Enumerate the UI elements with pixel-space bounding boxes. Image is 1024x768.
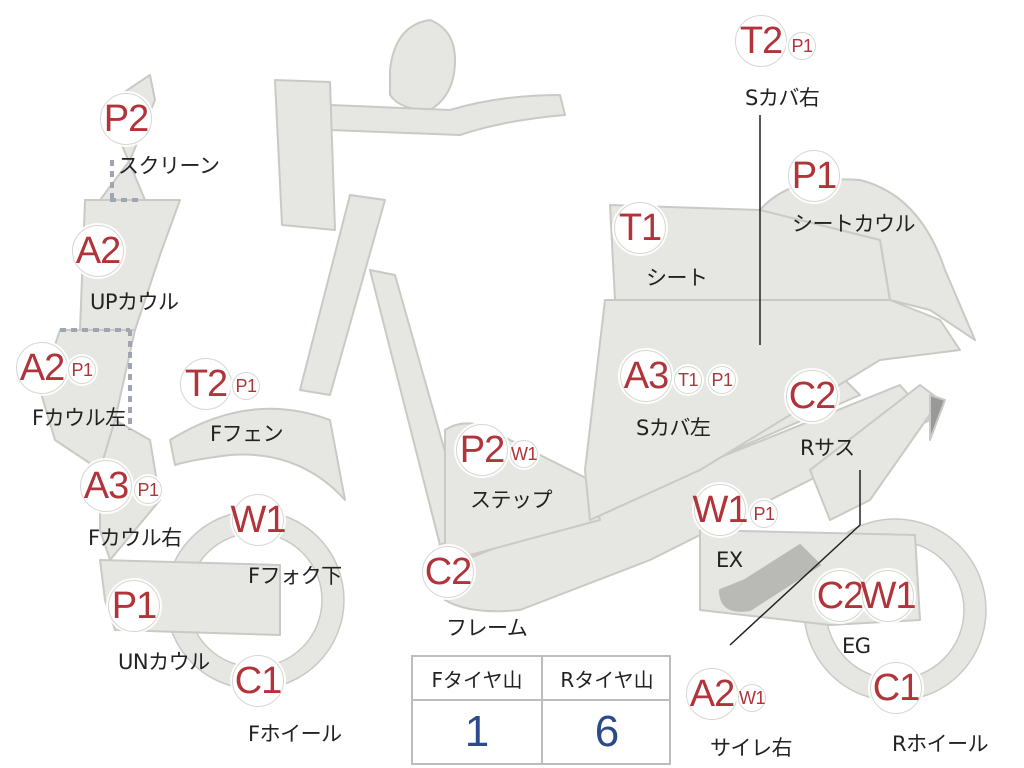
front-tire-value: 1	[464, 707, 490, 756]
grade-badge: A3	[80, 460, 132, 512]
part-label: Sカバ左	[636, 416, 711, 440]
grade-badge: C2	[814, 570, 866, 622]
part-label: Rホイール	[892, 732, 989, 756]
part-label: Sカバ右	[745, 86, 820, 110]
tire-tread-table: Fタイヤ山 Rタイヤ山 1 6	[411, 655, 671, 765]
grade-badge: P1	[232, 372, 260, 400]
part-label: EG	[842, 634, 871, 658]
grade-badge: T1	[674, 366, 702, 394]
separator-lines	[60, 160, 140, 430]
grade-badge: A3	[620, 350, 672, 402]
grade-badge: P1	[134, 476, 162, 504]
grade-badge: C1	[870, 662, 922, 714]
grade-badge: W1	[738, 684, 766, 712]
part-label: スクリーン	[118, 154, 220, 178]
grade-badge: T1	[614, 202, 666, 254]
part-label: フレーム	[446, 616, 528, 640]
part-label: Fホイール	[248, 722, 342, 746]
grade-badge: P1	[750, 500, 778, 528]
grade-badge: W1	[693, 484, 749, 536]
part-label: ステップ	[470, 488, 553, 512]
grade-badge: C2	[422, 546, 474, 598]
part-label: EX	[716, 548, 743, 572]
side-cover-shape	[584, 299, 961, 521]
grade-badge: W1	[861, 570, 917, 622]
rear-suspension-shape	[809, 384, 941, 521]
grade-badge: W1	[510, 440, 538, 468]
leader-lines	[729, 115, 861, 646]
table-divider	[541, 657, 543, 763]
grade-badge: P1	[68, 356, 96, 384]
part-label: Rサス	[800, 436, 855, 460]
exhaust-shape	[719, 544, 821, 612]
grade-badge: A2	[686, 668, 738, 720]
handlebar-shape	[329, 94, 566, 136]
part-label: Fフェン	[210, 422, 284, 446]
rear-tire-header: Rタイヤ山	[543, 657, 671, 701]
grade-badge: P1	[708, 366, 736, 394]
fork-shape	[299, 194, 386, 396]
grade-badge: P1	[788, 150, 840, 202]
grade-badge: T2	[735, 15, 787, 67]
grade-badge: A2	[16, 342, 68, 394]
part-label: Fカウル右	[88, 526, 182, 550]
part-label: UNカウル	[118, 650, 210, 674]
part-label: UPカウル	[90, 290, 179, 314]
seat-cowl-shape	[759, 178, 976, 341]
grade-badge: A2	[72, 225, 124, 277]
grade-badge: W1	[231, 494, 287, 546]
part-label: Fカウル左	[32, 406, 126, 430]
grade-badge: P1	[108, 580, 160, 632]
part-label: シートカウル	[792, 212, 916, 236]
grade-badge: P1	[788, 32, 816, 60]
front-tire-header: Fタイヤ山	[413, 657, 541, 701]
mirror-shape	[389, 19, 456, 111]
part-label: サイレ右	[710, 736, 793, 760]
part-label: シート	[646, 266, 708, 290]
grade-badge: T2	[180, 358, 232, 410]
grade-badge: C2	[786, 370, 838, 422]
grade-badge: P2	[456, 424, 508, 476]
rear-tire-value: 6	[594, 707, 620, 756]
front-fender-shape	[169, 407, 346, 501]
grade-badge: C1	[232, 655, 284, 707]
part-label: Fフォク下	[248, 564, 342, 588]
grade-badge: P2	[100, 93, 152, 145]
